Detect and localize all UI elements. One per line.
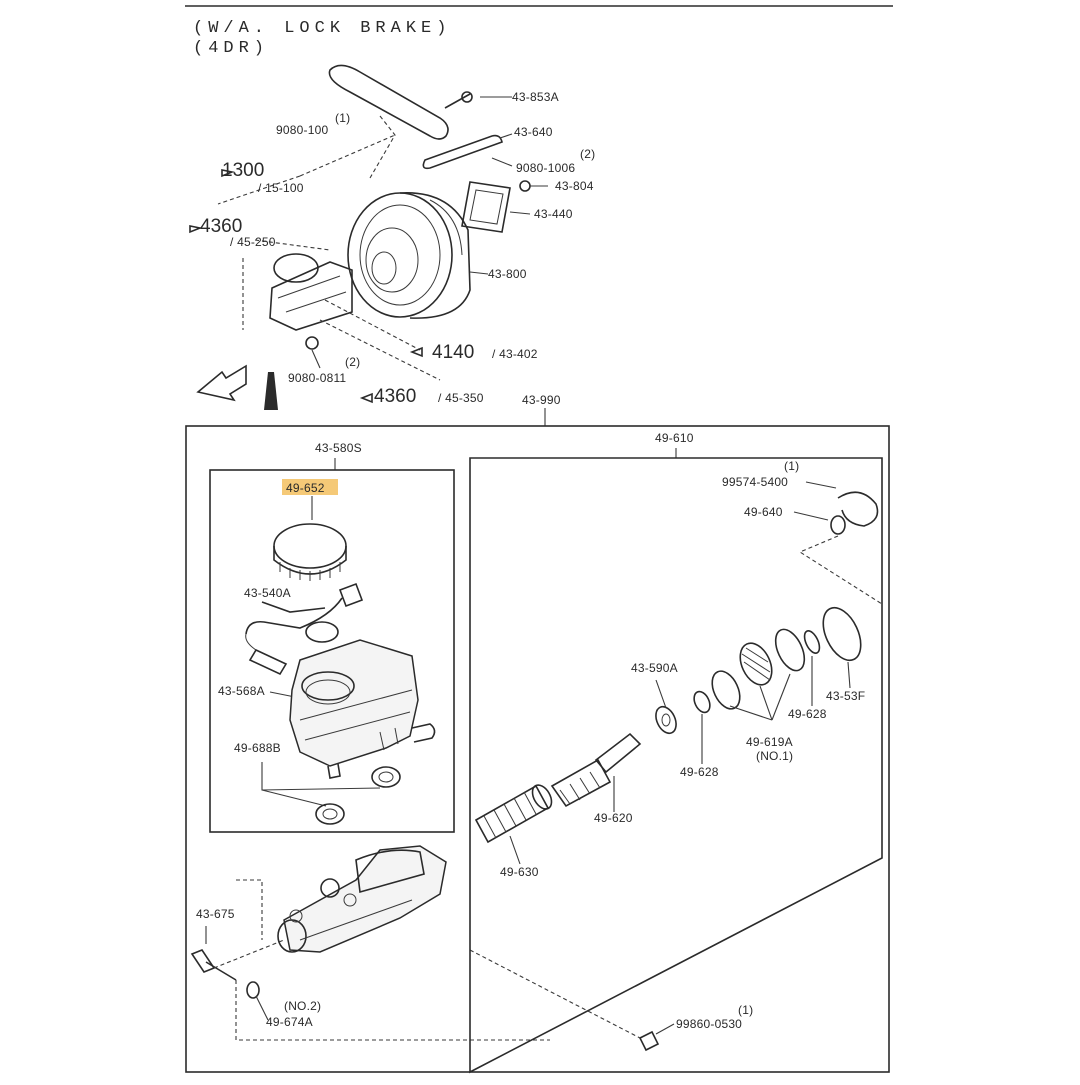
header-line1: (W/A. LOCK BRAKE) <box>193 19 451 38</box>
header-line2: (4DR) <box>193 39 269 58</box>
label-99574-5400: 99574-5400 <box>722 475 788 489</box>
master-cylinder-upper <box>269 261 353 331</box>
assembly-box-43-990 <box>185 425 890 1073</box>
piston-box-49-610 <box>469 457 883 1074</box>
bolt-43-675 <box>190 949 237 981</box>
ref-4140-sub: / 43-402 <box>492 347 538 361</box>
nut-43-804 <box>519 180 531 192</box>
label-9080b-q: (2) <box>580 147 595 161</box>
o-ring-43-53F <box>822 606 862 662</box>
pin-43-853A <box>461 91 473 103</box>
ring-49-628a <box>803 630 821 654</box>
label-43-53F: 43-53F <box>826 689 865 703</box>
label-49-674A: 49-674A <box>266 1015 313 1029</box>
label-43-568A: 43-568A <box>218 684 265 698</box>
reservoir-cap-upper <box>273 253 319 283</box>
level-sensor-43-540A <box>245 582 364 676</box>
ref-4360c-sub: / 45-350 <box>438 391 484 405</box>
label-43-800: 43-800 <box>488 267 527 281</box>
ref-4360c: 4360 <box>374 386 416 407</box>
label-49-630: 49-630 <box>500 865 539 879</box>
gasket-43-440 <box>461 181 511 233</box>
spring-49-619A <box>739 642 773 686</box>
piston-49-620 <box>550 732 642 808</box>
label-43-640: 43-640 <box>514 125 553 139</box>
label-43-990: 43-990 <box>522 393 561 407</box>
brake-booster <box>347 192 453 318</box>
bolt-99860 <box>638 1030 660 1052</box>
label-9080-0811: 9080-0811 <box>288 371 346 385</box>
ring-49-628b <box>711 670 741 710</box>
label-43-580S: 43-580S <box>315 441 362 455</box>
ref-1300-sub: / 15-100 <box>258 181 304 195</box>
washer-49-628b <box>693 690 711 714</box>
label-99574-q: (1) <box>784 459 799 473</box>
label-43-540A: 43-540A <box>244 586 291 600</box>
label-43-675: 43-675 <box>196 907 235 921</box>
label-49-628b: 49-628 <box>680 765 719 779</box>
label-49-619A-q: (NO.1) <box>756 749 793 763</box>
ref-4140: 4140 <box>432 342 474 363</box>
label-43-853A: 43-853A <box>512 90 559 104</box>
upper-assembly <box>189 64 548 404</box>
label-49-652: 49-652 <box>286 481 325 495</box>
label-49-640: 49-640 <box>744 505 783 519</box>
reservoir-box-43-580S <box>209 469 455 833</box>
label-9080-1006: 9080-1006 <box>516 161 575 175</box>
label-49-688B: 49-688B <box>234 741 281 755</box>
reservoir-cap <box>273 523 347 581</box>
ref-1300: 1300 <box>222 160 264 181</box>
reference-arrow-icon <box>264 372 278 410</box>
grommet-a <box>371 766 401 788</box>
retainer-43-590A <box>655 705 677 735</box>
highlight-49-652 <box>282 479 338 495</box>
label-49-628a: 49-628 <box>788 707 827 721</box>
label-43-440: 43-440 <box>534 207 573 221</box>
brake-fluid-reservoir <box>289 639 436 779</box>
label-99860-0530: 99860-0530 <box>676 1017 742 1031</box>
label-49-619A: 49-619A <box>746 735 793 749</box>
ref-4360-sub: / 45-250 <box>230 235 276 249</box>
label-49-674-q: (NO.2) <box>284 999 321 1013</box>
rod-43-640 <box>422 134 503 170</box>
pushrod-clevis <box>328 64 449 140</box>
label-9080-q: (1) <box>335 111 350 125</box>
spring-49-630 <box>474 784 553 844</box>
label-49-610: 49-610 <box>655 431 694 445</box>
grommet-b <box>315 803 345 825</box>
master-cylinder-body <box>277 845 447 953</box>
pushrod-bolt <box>444 93 471 109</box>
ref-4360: 4360 <box>200 216 242 237</box>
label-9080c-q: (2) <box>345 355 360 369</box>
cup-seal-49-619A <box>774 628 806 672</box>
seal-49-674A <box>246 981 260 999</box>
snap-ring-99574 <box>837 491 879 527</box>
label-43-804: 43-804 <box>555 179 594 193</box>
label-99860-q: (1) <box>738 1003 753 1017</box>
label-43-590A: 43-590A <box>631 661 678 675</box>
label-9080-100: 9080-100 <box>276 123 328 137</box>
washer-49-640 <box>830 515 846 535</box>
label-49-620: 49-620 <box>594 811 633 825</box>
front-direction-arrow-icon <box>196 364 247 402</box>
nut-9080-0811 <box>305 336 319 350</box>
